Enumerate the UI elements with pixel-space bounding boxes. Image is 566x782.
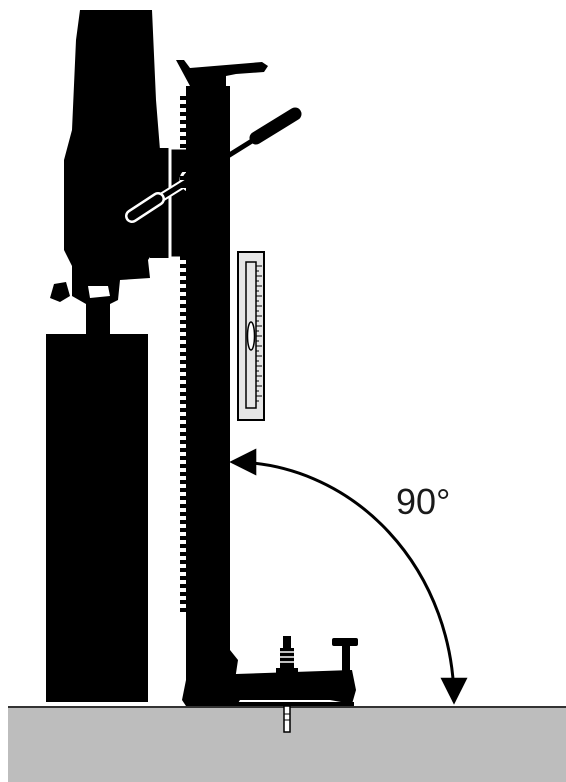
rack-tooth — [180, 360, 187, 364]
rack-tooth — [180, 416, 187, 420]
rack-tooth — [180, 96, 187, 100]
rack-tooth — [180, 464, 187, 468]
rack-tooth — [180, 320, 187, 324]
rack-tooth — [180, 512, 187, 516]
rack-tooth — [180, 496, 187, 500]
rack-tooth — [180, 336, 187, 340]
rack-tooth — [180, 296, 187, 300]
rack-tooth — [180, 440, 187, 444]
rack-tooth — [180, 176, 187, 180]
rack-tooth — [180, 544, 187, 548]
rack-tooth — [180, 312, 187, 316]
leveling-screw-icon[interactable] — [332, 638, 358, 674]
rack-tooth — [180, 576, 187, 580]
rack-tooth — [180, 424, 187, 428]
rack-tooth — [180, 288, 187, 292]
rack-tooth — [180, 392, 187, 396]
rack-tooth — [180, 328, 187, 332]
rack-tooth — [180, 136, 187, 140]
rack-tooth — [180, 376, 187, 380]
rack-tooth — [180, 160, 187, 164]
rack-tooth — [180, 256, 187, 260]
rack-tooth — [180, 432, 187, 436]
rack-tooth — [180, 240, 187, 244]
rack-tooth — [180, 368, 187, 372]
rack-tooth — [180, 152, 187, 156]
rack-tooth — [180, 488, 187, 492]
rack-tooth — [180, 480, 187, 484]
rack-tooth — [180, 184, 187, 188]
rack-tooth — [180, 192, 187, 196]
rack-tooth — [180, 248, 187, 252]
column-rack — [180, 96, 187, 612]
rack-tooth — [180, 112, 187, 116]
rack-tooth — [180, 200, 187, 204]
level-scale — [256, 265, 262, 402]
rack-tooth — [180, 232, 187, 236]
rack-tooth — [180, 472, 187, 476]
rack-tooth — [180, 448, 187, 452]
rack-tooth — [180, 280, 187, 284]
rack-tooth — [180, 224, 187, 228]
rack-tooth — [180, 584, 187, 588]
rack-tooth — [180, 456, 187, 460]
rack-tooth — [180, 168, 187, 172]
rack-tooth — [180, 304, 187, 308]
rack-tooth — [180, 536, 187, 540]
rack-tooth — [180, 272, 187, 276]
rack-tooth — [180, 344, 187, 348]
rack-tooth — [180, 216, 187, 220]
core-bit-icon — [46, 334, 148, 702]
rack-tooth — [180, 592, 187, 596]
rack-tooth — [180, 552, 187, 556]
rack-tooth — [180, 352, 187, 356]
rack-tooth — [180, 120, 187, 124]
spirit-level-icon — [237, 251, 265, 421]
rack-tooth — [180, 408, 187, 412]
rack-tooth — [180, 608, 187, 612]
angle-label: 90° — [396, 481, 451, 522]
rack-tooth — [180, 128, 187, 132]
rack-tooth — [180, 568, 187, 572]
rack-tooth — [180, 144, 187, 148]
rack-tooth — [180, 208, 187, 212]
rack-tooth — [180, 104, 187, 108]
rack-tooth — [180, 560, 187, 564]
rack-tooth — [180, 384, 187, 388]
rack-tooth — [180, 600, 187, 604]
drill-motor-icon — [50, 10, 160, 334]
rack-tooth — [180, 264, 187, 268]
right-angle-arc — [229, 448, 468, 705]
rack-tooth — [180, 520, 187, 524]
rack-tooth — [180, 400, 187, 404]
rack-tooth — [180, 504, 187, 508]
rack-tooth — [180, 528, 187, 532]
